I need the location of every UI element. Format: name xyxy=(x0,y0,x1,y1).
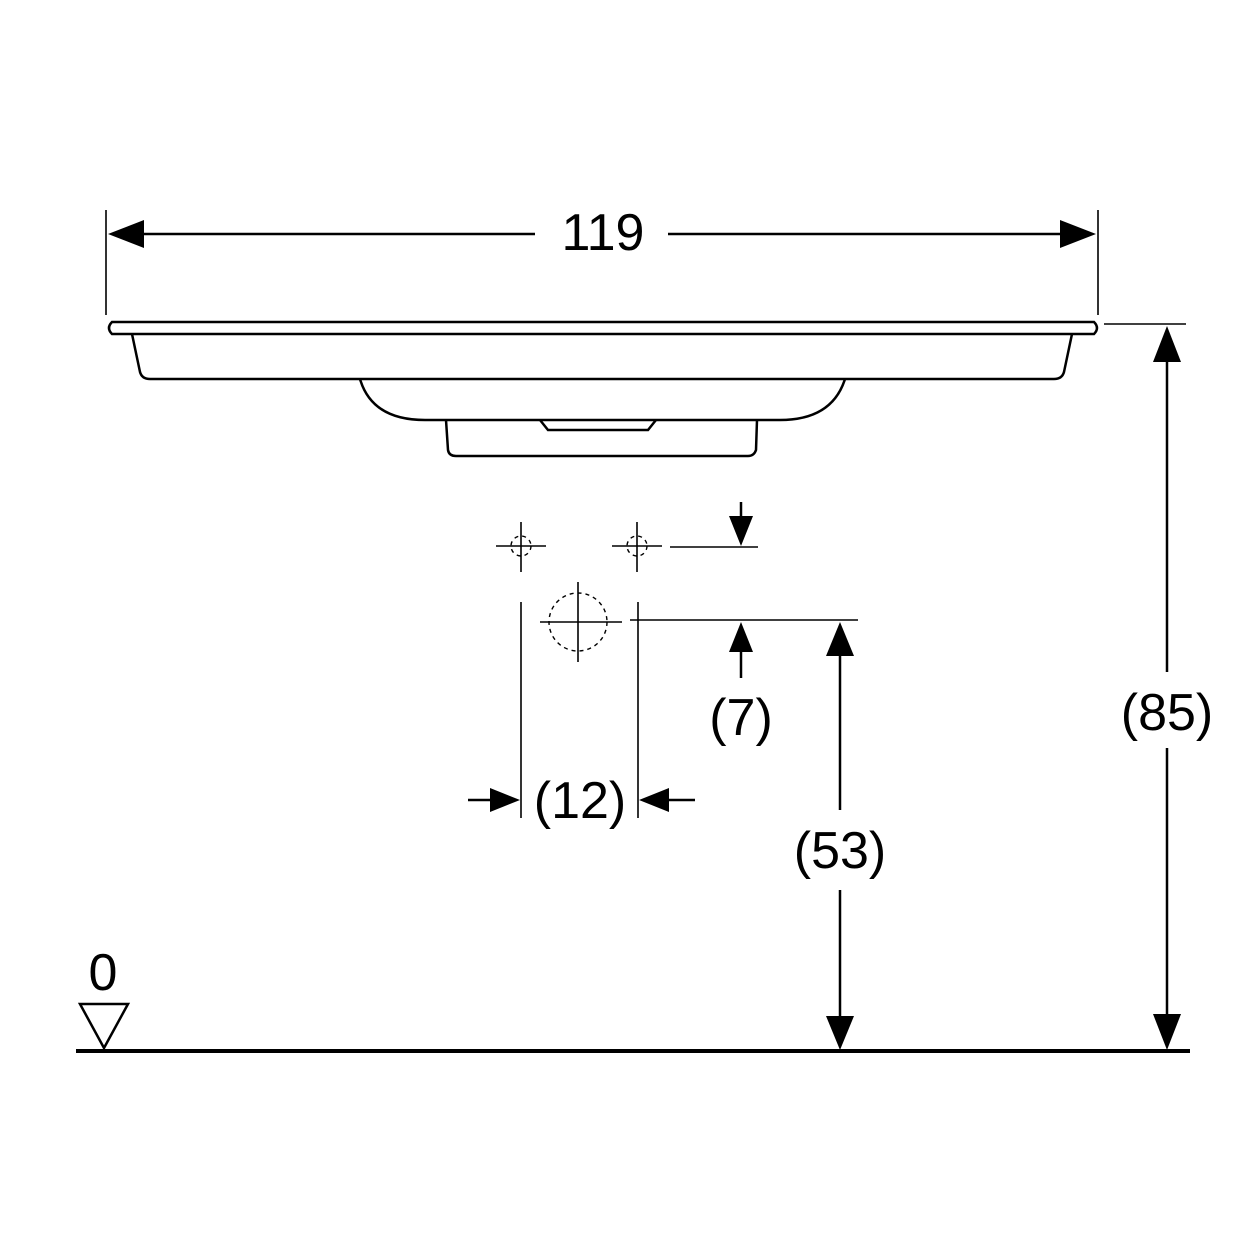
height-arrow-top xyxy=(1153,326,1181,362)
width-arrow-left xyxy=(108,220,144,248)
tap-offset-label: (7) xyxy=(709,689,773,747)
washbasin-profile xyxy=(107,320,1099,458)
width-dimension: 119 xyxy=(105,204,1099,315)
tap-hole-arrow-head xyxy=(729,516,753,546)
tap-hole-right xyxy=(612,522,662,572)
spacing-arrow-head-right xyxy=(639,788,669,812)
outlet-height-arrow-top xyxy=(826,622,854,656)
waste-outlet xyxy=(540,582,622,662)
height-label: (85) xyxy=(1121,684,1213,742)
basin-rim xyxy=(107,320,1099,336)
floor-datum: 0 xyxy=(76,944,1190,1053)
basin-bowl xyxy=(130,333,1074,381)
spacing-arrow-head-left xyxy=(490,788,520,812)
outlet-height-dimension: (53) xyxy=(794,622,886,1050)
datum-triangle-icon xyxy=(77,1002,131,1051)
width-label: 119 xyxy=(562,204,645,262)
outlet-spacing-dimension: (12) xyxy=(468,602,695,830)
tap-hole-left xyxy=(496,522,546,572)
basin-lower-bowl xyxy=(358,378,847,422)
width-arrow-right xyxy=(1060,220,1096,248)
tap-offset-dimension: (7) xyxy=(709,622,773,747)
floor-level-label: 0 xyxy=(89,944,118,1002)
basin-drain-channel xyxy=(539,419,657,432)
basin-bottom-box xyxy=(444,419,759,458)
outlet-height-arrow-bottom xyxy=(826,1016,854,1050)
tap-hole-reference xyxy=(670,502,758,548)
outlet-spacing-label: (12) xyxy=(534,772,626,830)
height-dimension: (85) xyxy=(1104,323,1213,1050)
outlet-height-label: (53) xyxy=(794,822,886,880)
height-arrow-bottom xyxy=(1153,1014,1181,1050)
tap-offset-arrow-head xyxy=(729,622,753,652)
